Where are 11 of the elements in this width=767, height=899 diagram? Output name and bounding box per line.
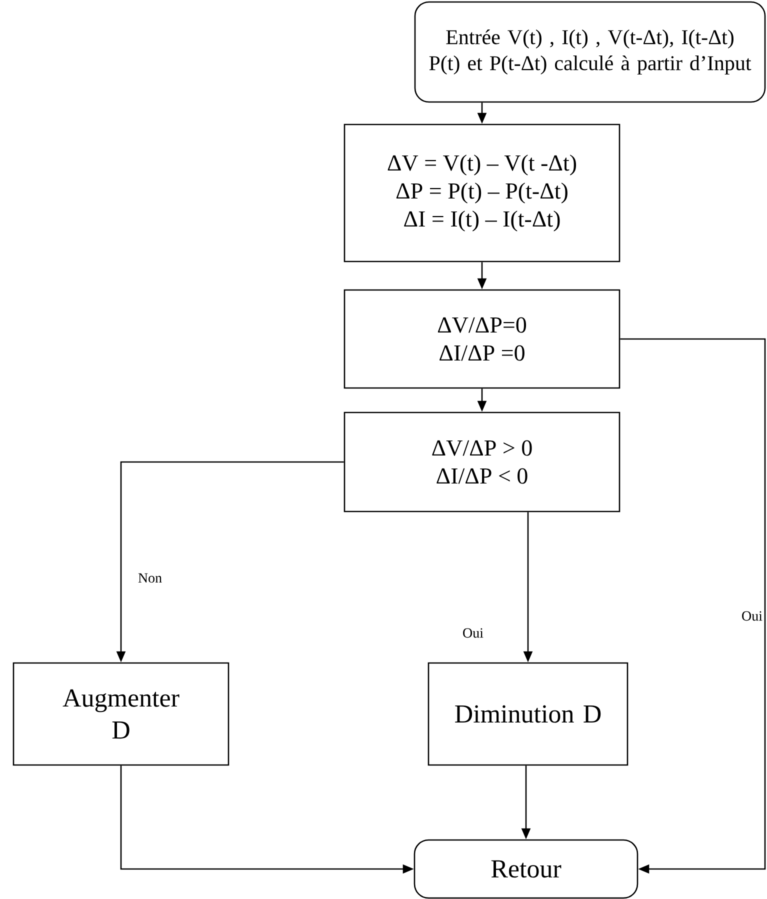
condition-box: ΔV/ΔP > 0 ΔI/ΔP < 0 — [344, 412, 620, 512]
condition-box: ΔV/ΔP=0 ΔI/ΔP =0 — [344, 289, 620, 389]
start-box: Entrée V(t) , I(t) , V(t-Δt), I(t-Δt) P(t) et P(t-Δt) calculé à partir d’Input — [414, 1, 766, 103]
edge-label: Oui — [740, 610, 764, 622]
process-box: ΔV = V(t) – V(t -Δt) ΔP = P(t) – P(t-Δt) ΔI = I(t) – I(t-Δt) — [344, 124, 620, 262]
process-box: Diminution D — [428, 662, 628, 766]
process-box: Augmenter D — [12, 662, 230, 766]
edge-label: Oui — [462, 627, 484, 639]
end-box: Retour — [414, 839, 638, 899]
arrow — [620, 338, 766, 874]
edge-label: Non — [136, 572, 164, 584]
